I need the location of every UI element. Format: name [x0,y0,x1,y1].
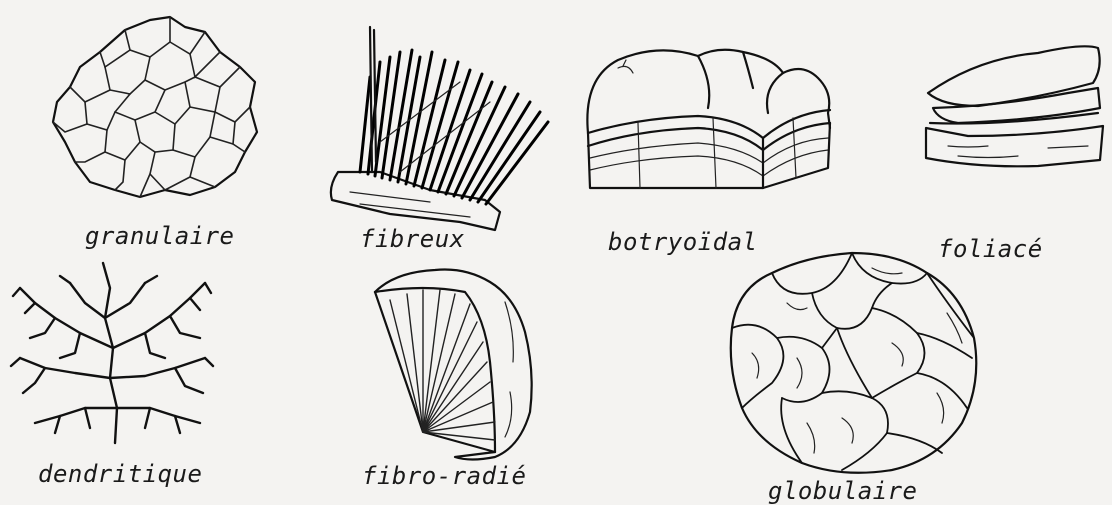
label-fibreux: fibreux [360,225,465,253]
granular-habit-drawing [45,12,265,202]
fibrous-habit-drawing [320,22,560,232]
dendritic-habit-drawing [5,258,220,448]
label-granulaire: granulaire [85,222,235,250]
fibro-radiated-habit-drawing [355,262,555,467]
foliated-habit-drawing [918,38,1108,178]
globular-habit-drawing [722,248,984,476]
botryoidal-habit-drawing [578,38,838,198]
label-dendritique: dendritique [38,460,202,488]
label-fibro-radie: fibro-radié [362,462,526,490]
